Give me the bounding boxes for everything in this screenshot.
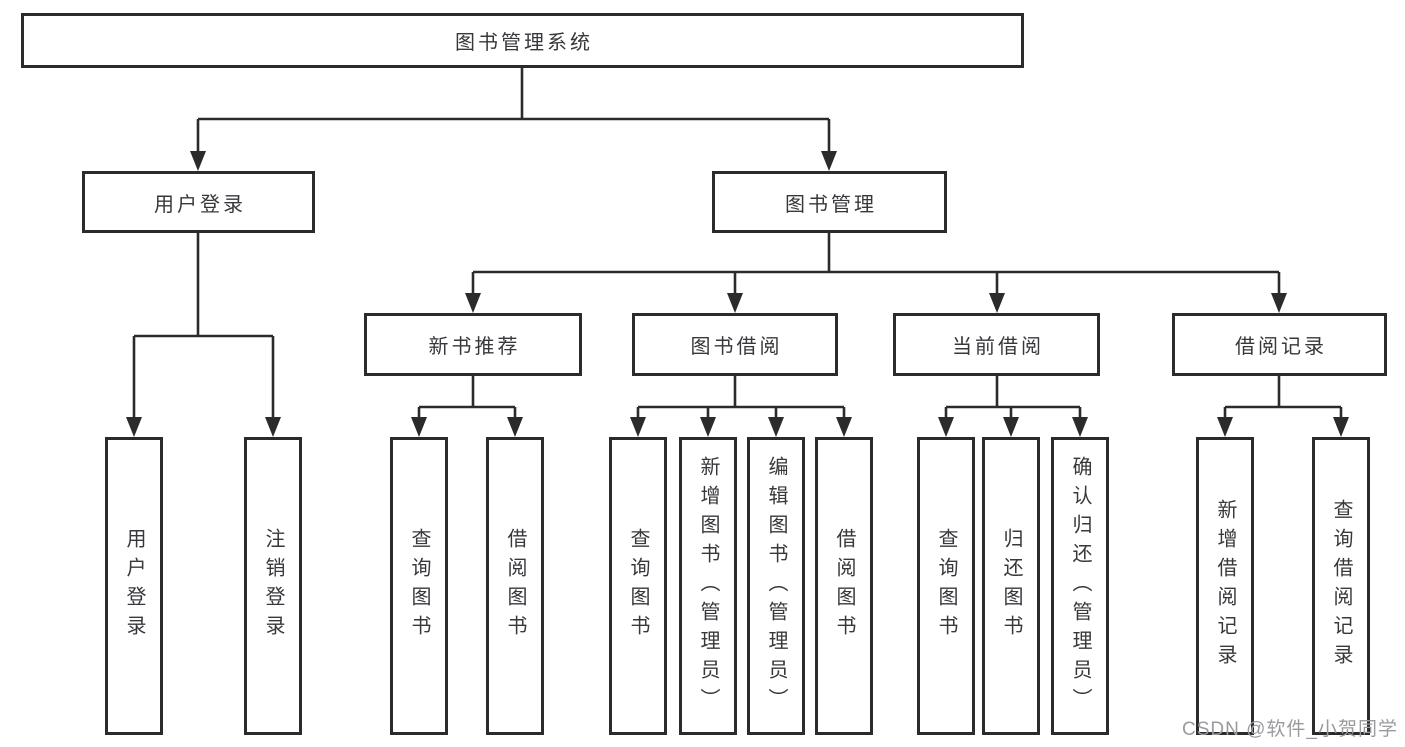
leaf-logout: 注销登录: [244, 437, 302, 735]
connector-root: [190, 68, 837, 171]
node-new-book-recommendation: 新书推荐: [364, 313, 582, 376]
connector-current-borrowing: [938, 376, 1088, 437]
leaf-query-borrow-record: 查询借阅记录: [1312, 437, 1370, 735]
watermark: CSDN @软件_小贺同学: [1182, 719, 1398, 740]
connector-user-login: [126, 233, 281, 437]
node-library-system: 图书管理系统: [21, 13, 1024, 68]
leaf-borrow-books-recommend: 借阅图书: [486, 437, 544, 735]
node-book-borrowing: 图书借阅: [632, 313, 838, 376]
connector-new-book-recommendation: [411, 376, 523, 437]
leaf-confirm-return-admin: 确认归还（管理员）: [1051, 437, 1109, 735]
connector-borrowing-records: [1217, 376, 1349, 437]
leaf-add-book-admin: 新增图书（管理员）: [679, 437, 737, 735]
connector-book-management: [465, 233, 1287, 313]
leaf-edit-book-admin: 编辑图书（管理员）: [747, 437, 805, 735]
leaf-query-books-recommend: 查询图书: [390, 437, 448, 735]
node-user-login: 用户登录: [82, 171, 315, 233]
leaf-borrow-books-borrowing: 借阅图书: [815, 437, 873, 735]
leaf-query-books-borrowing: 查询图书: [609, 437, 667, 735]
leaf-return-books: 归还图书: [982, 437, 1040, 735]
node-book-management: 图书管理: [712, 171, 947, 233]
connector-book-borrowing: [630, 376, 852, 437]
leaf-user-login: 用户登录: [105, 437, 163, 735]
node-current-borrowing: 当前借阅: [893, 313, 1100, 376]
leaf-add-borrow-record: 新增借阅记录: [1196, 437, 1254, 735]
node-borrowing-records: 借阅记录: [1172, 313, 1387, 376]
leaf-query-books-current: 查询图书: [917, 437, 975, 735]
